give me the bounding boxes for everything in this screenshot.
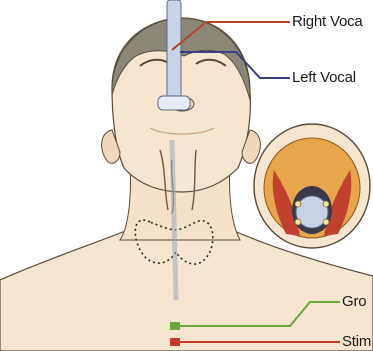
stim-label: Stim [342,334,371,349]
ground-electrode [170,322,180,330]
ground-label: Gro [342,294,366,309]
endotracheal-tube [167,0,181,104]
right-vocal-label: Right Voca [292,14,363,29]
glottis-inset [254,124,370,248]
stim-electrode [170,338,180,346]
tube-cuff [158,96,190,110]
left-vocal-label: Left Vocal [292,70,356,85]
